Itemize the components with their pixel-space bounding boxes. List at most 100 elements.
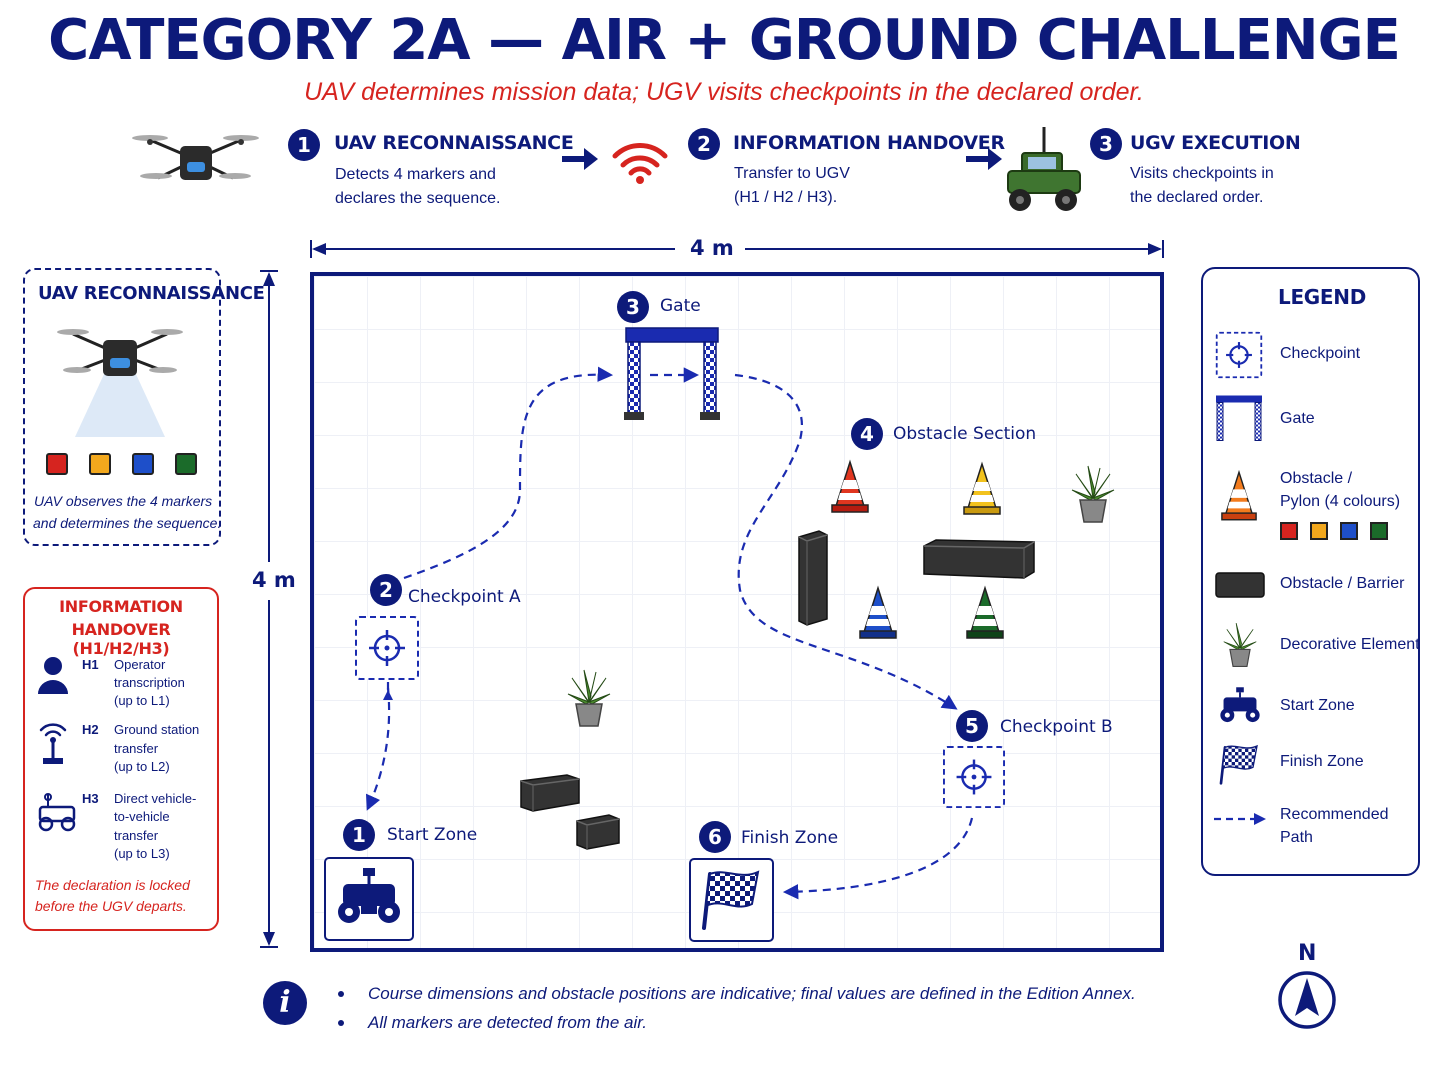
finish-zone-badge: 6 [699, 821, 731, 853]
checkpoint-a-target-icon [355, 616, 419, 680]
arrow-right-icon [562, 148, 598, 170]
step-1-badge: 1 [288, 129, 320, 161]
page-title: CATEGORY 2A — AIR + GROUND CHALLENGE [48, 8, 1401, 73]
checkpoint-b-target-icon [943, 746, 1005, 808]
finish-zone-label: Finish Zone [741, 828, 839, 848]
legend-swatch-green [1370, 522, 1388, 540]
legend-finish-flag-icon [1219, 744, 1258, 785]
legend-gate-label: Gate [1280, 410, 1315, 427]
h2-line3: (up to L2) [114, 759, 170, 774]
plant-icon [567, 669, 611, 727]
legend-finish-label: Finish Zone [1280, 753, 1364, 770]
operator-person-icon [38, 657, 68, 694]
marker-green [175, 453, 197, 475]
step-2-title: INFORMATION HANDOVER [733, 132, 1005, 154]
marker-blue [132, 453, 154, 475]
ground-station-antenna-icon [39, 723, 67, 764]
barrier-block-icon [520, 774, 580, 812]
legend-decorative-label: Decorative Element [1280, 636, 1420, 653]
step-1-title: UAV RECONNAISSANCE [334, 132, 574, 154]
note-bullet [338, 1020, 344, 1026]
note-line-2: All markers are detected from the air. [368, 1013, 648, 1032]
checkpoint-b-badge: 5 [956, 710, 988, 742]
compass-north-label: N [1298, 941, 1317, 966]
obstacle-section-label: Obstacle Section [893, 424, 1037, 444]
start-zone-badge: 1 [343, 819, 375, 851]
legend-start-label: Start Zone [1280, 697, 1355, 714]
h1-line2: transcription [114, 675, 185, 690]
width-dimension-arrow [310, 240, 1164, 258]
legend-obstacle-label-line1: Obstacle / [1280, 470, 1353, 487]
handover-note-line2: before the UGV departs. [35, 898, 187, 914]
barrier-long-icon [923, 539, 1035, 579]
step-2-badge: 2 [688, 128, 720, 160]
barrier-block-icon [576, 814, 620, 850]
legend-checkpoint-icon [1215, 331, 1263, 379]
legend-checkpoint-label: Checkpoint [1280, 345, 1361, 362]
cone-blue-icon [859, 585, 897, 639]
step-1-text-line1: Detects 4 markers and [335, 166, 496, 183]
step-1-text-line2: declares the sequence. [335, 190, 501, 207]
gate-icon [624, 327, 720, 420]
step-2-text-line1: Transfer to UGV [734, 165, 850, 182]
legend-path-label-line1: Recommended [1280, 806, 1389, 823]
legend-gate-icon [1216, 395, 1262, 441]
legend-barrier-icon [1215, 572, 1265, 598]
height-label: 4 m [252, 568, 296, 592]
legend-swatch-red [1280, 522, 1298, 540]
h1-line3: (up to L1) [114, 693, 170, 708]
legend-barrier-label: Obstacle / Barrier [1280, 575, 1405, 592]
info-icon: i [263, 981, 307, 1025]
note-line-1: Course dimensions and obstacle positions… [368, 984, 1136, 1003]
h2-code: H2 [82, 722, 99, 737]
h2-line2: transfer [114, 741, 159, 756]
legend-obstacle-label-line2: Pylon (4 colours) [1280, 493, 1401, 510]
legend-start-robot-icon [1220, 687, 1260, 723]
cone-green-icon [966, 585, 1004, 639]
plant-icon [1071, 465, 1115, 523]
note-bullet [338, 991, 344, 997]
drone-scanning-icon [57, 329, 183, 437]
h3-line4: (up to L3) [114, 846, 170, 861]
barrier-tall-icon [798, 530, 828, 626]
wifi-signal-icon [612, 143, 668, 184]
vehicle-to-vehicle-icon [38, 793, 76, 832]
step-3-text-line2: the declared order. [1130, 189, 1264, 206]
h3-line3: transfer [114, 828, 159, 843]
checkpoint-b-label: Checkpoint B [1000, 717, 1113, 737]
width-label: 4 m [690, 236, 734, 260]
uav-panel-text-line1: UAV observes the 4 markers [34, 493, 213, 509]
legend-title: LEGEND [1278, 285, 1367, 309]
handover-note-line1: The declaration is locked [35, 877, 190, 893]
checkered-flag-icon [702, 870, 760, 930]
step-3-badge: 3 [1090, 128, 1122, 160]
legend-plant-icon [1223, 622, 1257, 668]
height-dimension-arrow [260, 270, 278, 948]
h3-line1: Direct vehicle- [114, 791, 197, 806]
start-robot-icon [338, 868, 400, 923]
cone-yellow-icon [963, 461, 1001, 515]
uav-panel-title: UAV RECONNAISSANCE [38, 283, 265, 304]
uav-panel-text-line2: and determines the sequence. [33, 515, 222, 531]
drone-icon [132, 135, 259, 180]
cone-red-icon [831, 459, 869, 513]
legend-path-icon [1214, 813, 1266, 825]
course-field [310, 272, 1164, 952]
handover-title-line1: INFORMATION [59, 597, 183, 616]
obstacle-section-badge: 4 [851, 418, 883, 450]
marker-yellow [89, 453, 111, 475]
step-3-text-line1: Visits checkpoints in [1130, 165, 1274, 182]
page-subtitle: UAV determines mission data; UGV visits … [304, 78, 1144, 106]
gate-label: Gate [660, 296, 701, 316]
checkpoint-a-badge: 2 [370, 574, 402, 606]
h1-line1: Operator [114, 657, 166, 672]
legend-path-label-line2: Path [1280, 829, 1313, 846]
h3-line2: to-vehicle [114, 809, 170, 824]
ugv-vehicle-icon [1007, 127, 1081, 211]
h2-line1: Ground station [114, 722, 200, 737]
step-3-title: UGV EXECUTION [1130, 132, 1301, 154]
h1-code: H1 [82, 657, 99, 672]
legend-cone-icon [1221, 469, 1257, 521]
arrow-right-icon [966, 148, 1002, 170]
compass-icon [1278, 971, 1336, 1029]
